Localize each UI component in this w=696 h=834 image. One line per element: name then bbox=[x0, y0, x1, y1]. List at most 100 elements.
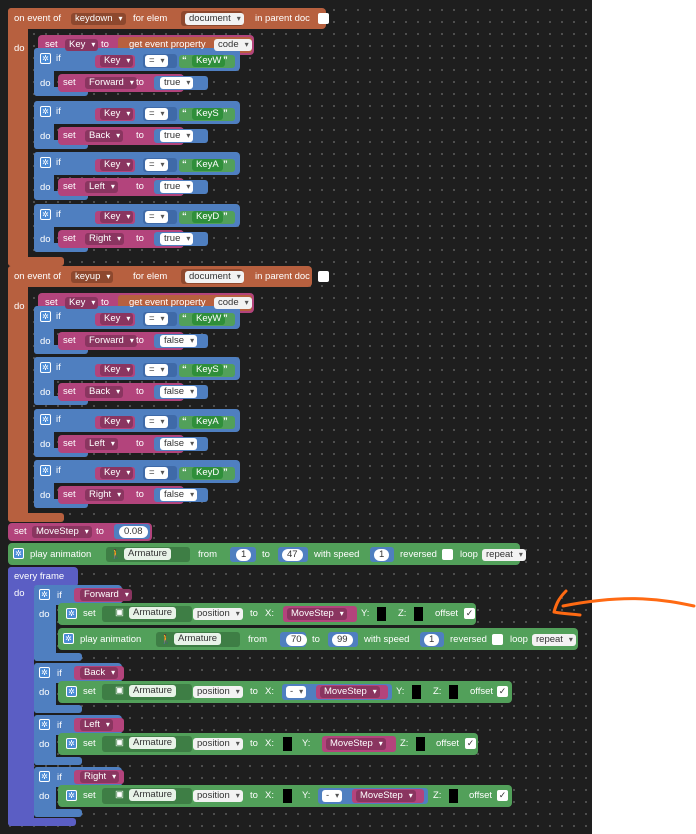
offset-checkbox[interactable]: ✓ bbox=[497, 686, 508, 697]
gear-icon[interactable]: ✲ bbox=[66, 686, 77, 697]
gear-icon[interactable]: ✲ bbox=[40, 465, 51, 476]
target-variable-dropdown[interactable]: Back bbox=[85, 130, 124, 142]
empty-input-slot[interactable] bbox=[414, 607, 423, 621]
compare-operator-dropdown[interactable]: = bbox=[145, 159, 168, 171]
object-name-field[interactable]: Armature bbox=[174, 633, 222, 645]
empty-input-slot[interactable] bbox=[377, 607, 386, 621]
gear-icon[interactable]: ✲ bbox=[66, 790, 77, 801]
gear-icon[interactable]: ✲ bbox=[39, 771, 50, 782]
key-variable-dropdown[interactable]: Key bbox=[100, 364, 134, 376]
key-variable-dropdown[interactable]: Key bbox=[100, 467, 134, 479]
negate-operator-dropdown[interactable]: - bbox=[286, 686, 307, 698]
target-variable-dropdown[interactable]: Left bbox=[85, 438, 118, 450]
blockly-workspace[interactable]: on event ofkeydownfor elemdocumentin par… bbox=[0, 0, 592, 834]
text-value-field[interactable]: KeyA bbox=[192, 159, 223, 171]
condition-variable-dropdown[interactable]: Left bbox=[80, 719, 113, 731]
in-parent-doc-checkbox[interactable] bbox=[318, 13, 329, 24]
key-variable-dropdown[interactable]: Key bbox=[100, 108, 134, 120]
loop-mode-dropdown[interactable]: repeat bbox=[532, 634, 576, 646]
empty-input-slot[interactable] bbox=[283, 737, 292, 751]
boolean-dropdown[interactable]: true bbox=[160, 130, 194, 142]
text-value-field[interactable]: KeyD bbox=[192, 467, 224, 479]
gear-icon[interactable]: ✲ bbox=[66, 738, 77, 749]
anim-to-field[interactable]: 47 bbox=[282, 549, 303, 561]
boolean-dropdown[interactable]: false bbox=[160, 489, 198, 501]
gear-icon[interactable]: ✲ bbox=[40, 157, 51, 168]
key-variable-dropdown[interactable]: Key bbox=[100, 313, 134, 325]
condition-variable-dropdown[interactable]: Back bbox=[80, 667, 119, 679]
offset-checkbox[interactable]: ✓ bbox=[465, 738, 476, 749]
empty-input-slot[interactable] bbox=[283, 789, 292, 803]
transform-property-dropdown[interactable]: position bbox=[193, 738, 243, 750]
target-variable-dropdown[interactable]: Right bbox=[85, 489, 125, 501]
reversed-checkbox[interactable] bbox=[492, 634, 503, 645]
if-cap[interactable] bbox=[34, 653, 82, 661]
text-value-field[interactable]: KeyW bbox=[192, 313, 226, 325]
gear-icon[interactable]: ✲ bbox=[40, 209, 51, 220]
gear-icon[interactable]: ✲ bbox=[13, 548, 24, 559]
boolean-dropdown[interactable]: true bbox=[160, 233, 194, 245]
if-cap[interactable] bbox=[34, 705, 82, 713]
gear-icon[interactable]: ✲ bbox=[66, 608, 77, 619]
document-dropdown[interactable]: document bbox=[185, 271, 244, 283]
object-name-field[interactable]: Armature bbox=[129, 685, 177, 697]
transform-property-dropdown[interactable]: position bbox=[193, 686, 243, 698]
anim-to-field[interactable]: 99 bbox=[332, 634, 353, 646]
offset-checkbox[interactable]: ✓ bbox=[497, 790, 508, 801]
text-value-field[interactable]: KeyS bbox=[192, 364, 223, 376]
compare-operator-dropdown[interactable]: = bbox=[145, 55, 168, 67]
anim-from-field[interactable]: 70 bbox=[286, 634, 307, 646]
anim-from-field[interactable]: 1 bbox=[236, 549, 252, 561]
gear-icon[interactable]: ✲ bbox=[39, 589, 50, 600]
event-spine[interactable] bbox=[8, 266, 28, 522]
condition-variable-dropdown[interactable]: Forward bbox=[80, 589, 132, 601]
if-cap[interactable] bbox=[34, 757, 82, 765]
object-name-field[interactable]: Armature bbox=[129, 789, 177, 801]
compare-operator-dropdown[interactable]: = bbox=[145, 364, 168, 376]
loop-mode-dropdown[interactable]: repeat bbox=[482, 549, 526, 561]
movestep-variable-dropdown[interactable]: MoveStep bbox=[356, 790, 416, 802]
document-dropdown[interactable]: document bbox=[185, 13, 244, 25]
empty-input-slot[interactable] bbox=[416, 737, 425, 751]
key-variable-dropdown[interactable]: Key bbox=[100, 416, 134, 428]
if-spine[interactable] bbox=[34, 585, 56, 661]
event-spine[interactable] bbox=[8, 8, 28, 266]
event-property-dropdown[interactable]: code bbox=[214, 297, 252, 309]
condition-variable-dropdown[interactable]: Right bbox=[80, 771, 120, 783]
boolean-dropdown[interactable]: true bbox=[160, 77, 194, 89]
target-variable-dropdown[interactable]: Left bbox=[85, 181, 118, 193]
movestep-value-field[interactable]: 0.08 bbox=[119, 526, 148, 538]
movestep-variable-dropdown[interactable]: MoveStep bbox=[326, 738, 386, 750]
anim-speed-field[interactable]: 1 bbox=[424, 634, 440, 646]
every-frame-spine[interactable] bbox=[8, 567, 34, 826]
if-cap[interactable] bbox=[34, 809, 82, 817]
event-cap[interactable] bbox=[8, 513, 64, 522]
target-variable-dropdown[interactable]: Back bbox=[85, 386, 124, 398]
boolean-dropdown[interactable]: false bbox=[160, 438, 198, 450]
anim-speed-field[interactable]: 1 bbox=[374, 549, 390, 561]
gear-icon[interactable]: ✲ bbox=[39, 719, 50, 730]
empty-input-slot[interactable] bbox=[412, 685, 421, 699]
target-variable-dropdown[interactable]: Forward bbox=[85, 77, 137, 89]
empty-input-slot[interactable] bbox=[449, 685, 458, 699]
object-name-field[interactable]: Armature bbox=[124, 548, 172, 560]
in-parent-doc-checkbox[interactable] bbox=[318, 271, 329, 282]
boolean-dropdown[interactable]: false bbox=[160, 386, 198, 398]
key-variable-dropdown[interactable]: Key bbox=[100, 55, 134, 67]
every-frame-cap[interactable] bbox=[8, 818, 76, 826]
compare-operator-dropdown[interactable]: = bbox=[145, 211, 168, 223]
text-value-field[interactable]: KeyS bbox=[192, 108, 223, 120]
transform-property-dropdown[interactable]: position bbox=[193, 790, 243, 802]
object-name-field[interactable]: Armature bbox=[129, 607, 177, 619]
boolean-dropdown[interactable]: true bbox=[160, 181, 194, 193]
key-variable-dropdown[interactable]: Key bbox=[100, 211, 134, 223]
gear-icon[interactable]: ✲ bbox=[40, 414, 51, 425]
compare-operator-dropdown[interactable]: = bbox=[145, 108, 168, 120]
reversed-checkbox[interactable] bbox=[442, 549, 453, 560]
gear-icon[interactable]: ✲ bbox=[39, 667, 50, 678]
key-variable-dropdown[interactable]: Key bbox=[65, 297, 99, 309]
text-value-field[interactable]: KeyW bbox=[192, 55, 226, 67]
target-variable-dropdown[interactable]: Forward bbox=[85, 335, 137, 347]
gear-icon[interactable]: ✲ bbox=[63, 633, 74, 644]
target-variable-dropdown[interactable]: Right bbox=[85, 233, 125, 245]
